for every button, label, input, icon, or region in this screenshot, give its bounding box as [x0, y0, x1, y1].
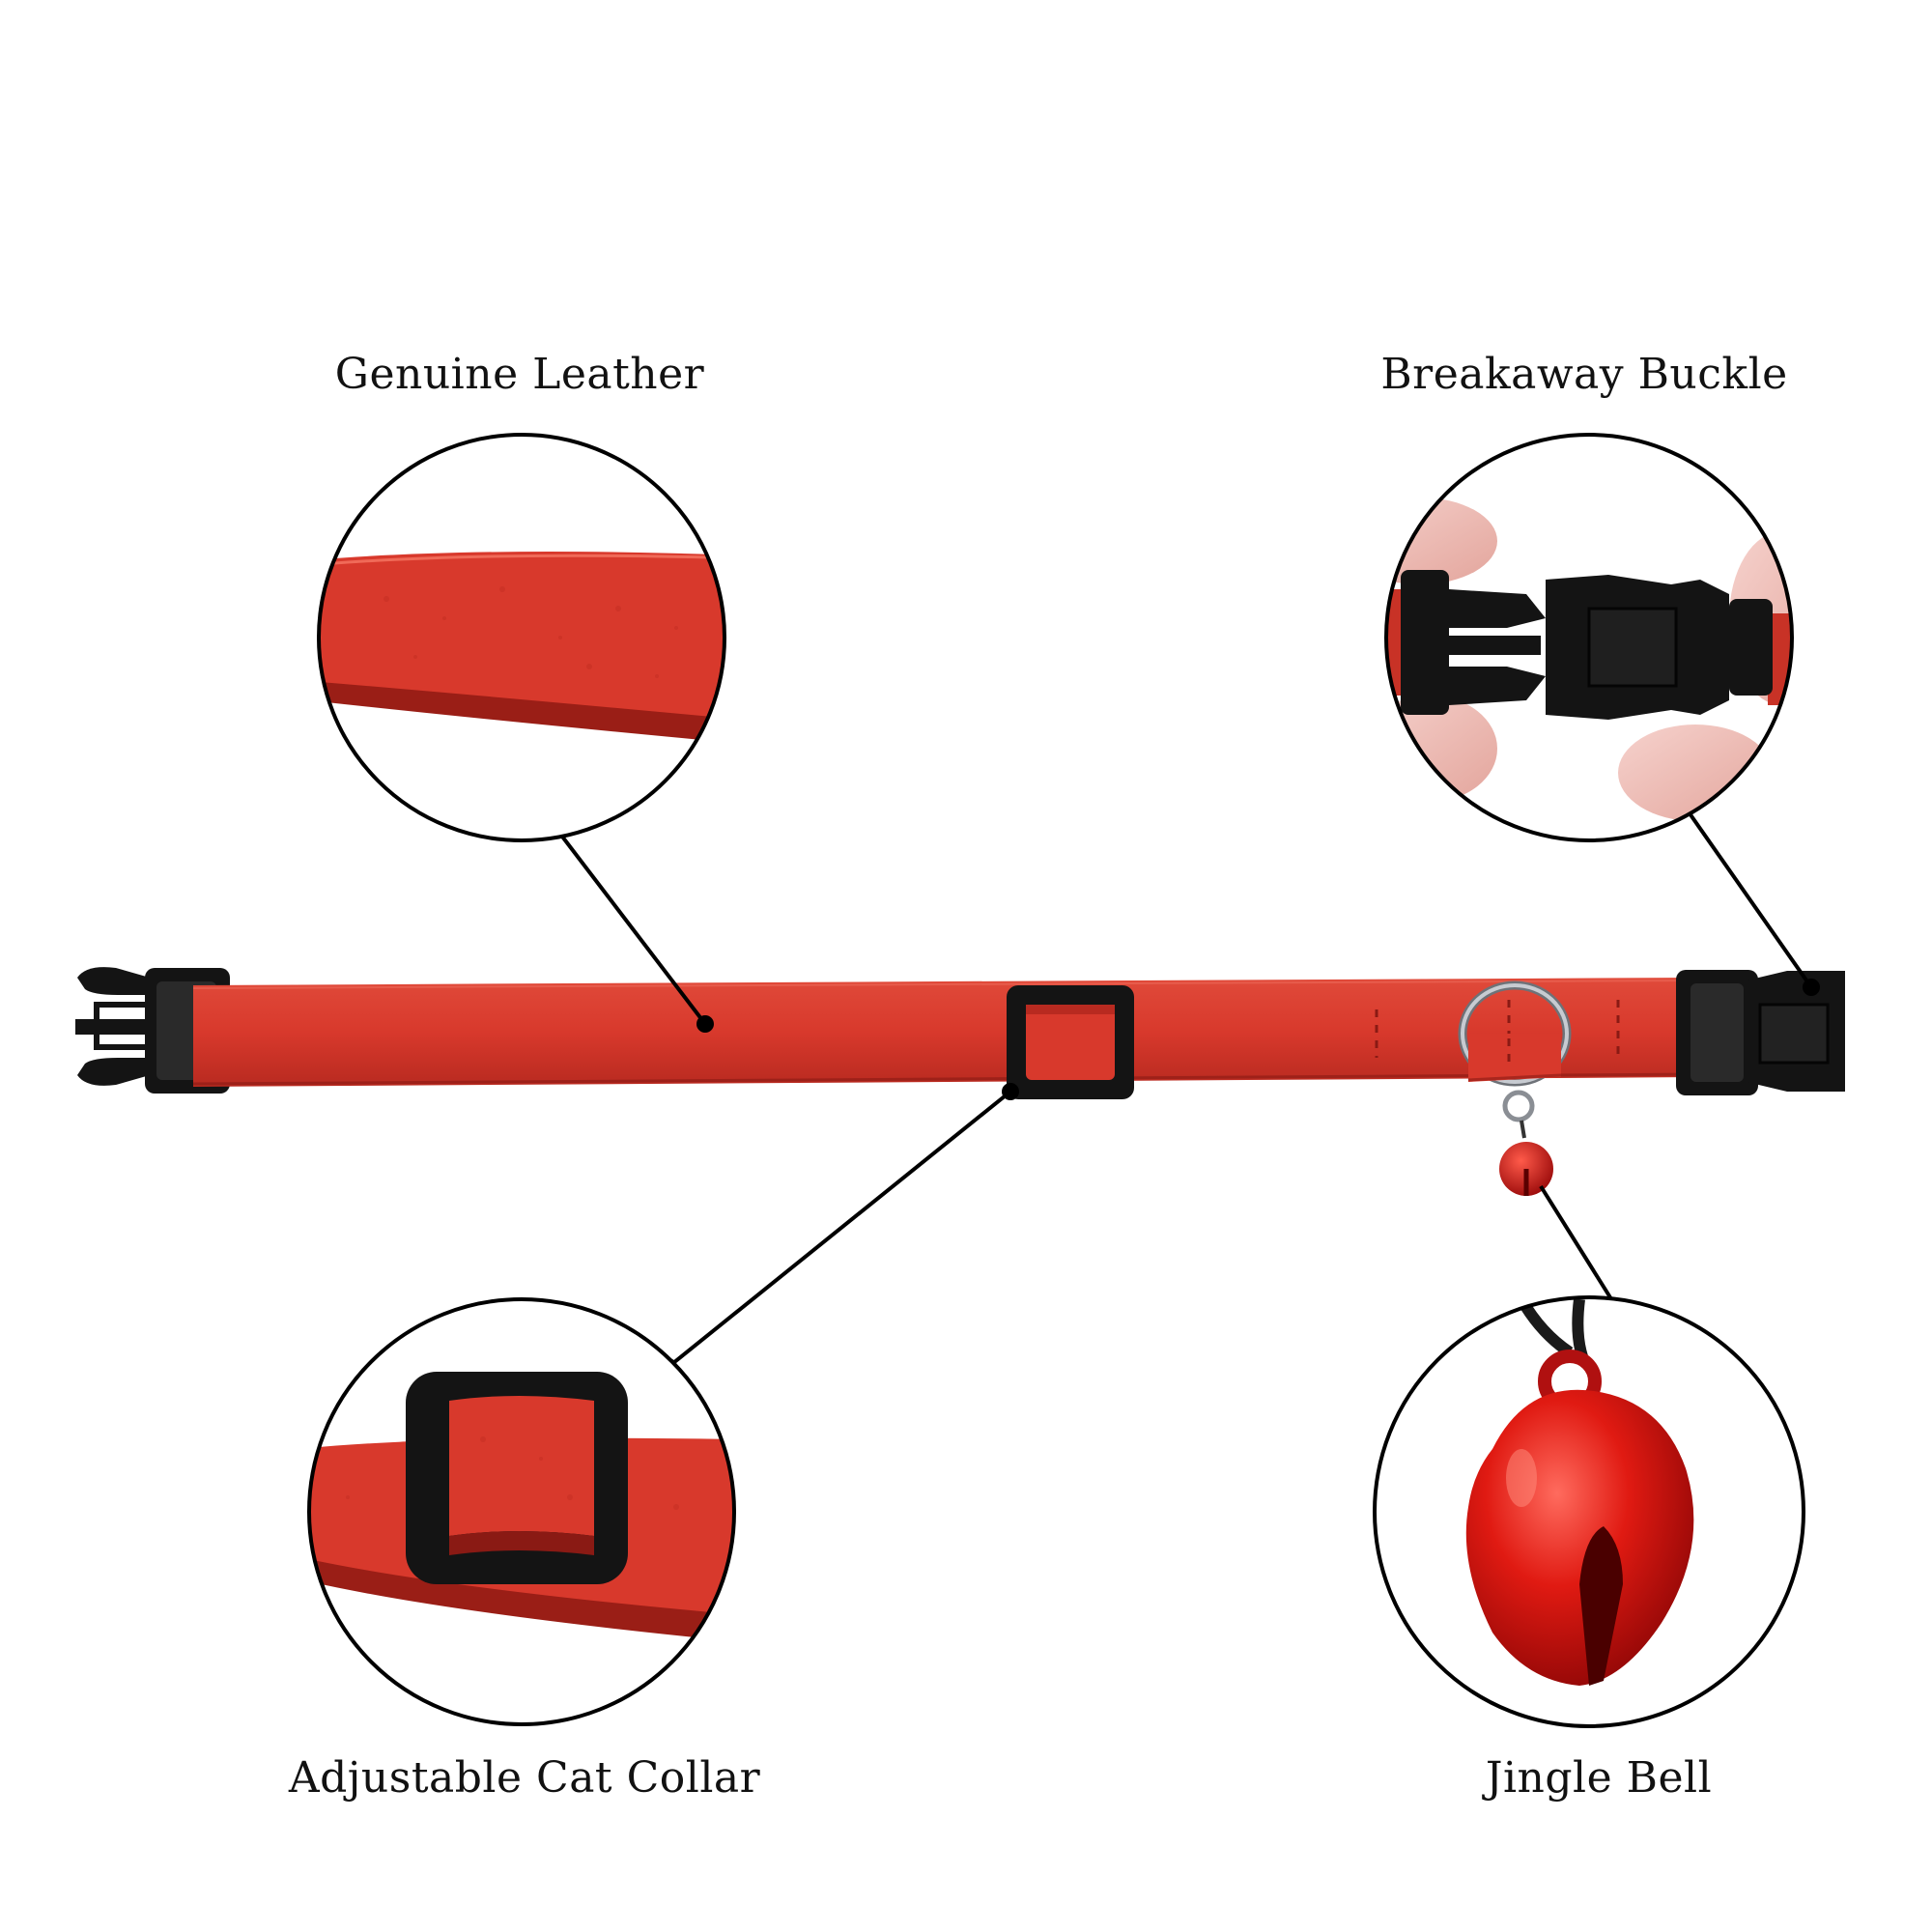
label-genuine-leather: Genuine Leather	[334, 350, 705, 399]
d-ring	[1458, 980, 1572, 1139]
zoom-circle-slider	[307, 1297, 736, 1726]
right-buckle	[1676, 970, 1845, 1095]
label-jingle-bell: Jingle Bell	[1485, 1753, 1713, 1803]
adjuster-slider	[1007, 985, 1134, 1099]
leather-strap	[193, 978, 1700, 1087]
label-breakaway-buckle: Breakaway Buckle	[1380, 350, 1788, 399]
zoom-circle-bell	[1373, 1295, 1805, 1728]
label-adjustable-cat-collar: Adjustable Cat Collar	[288, 1753, 761, 1803]
zoom-circle-buckle	[1384, 433, 1794, 842]
cat-collar	[75, 967, 1845, 1196]
zoom-circle-leather	[317, 433, 726, 842]
small-jingle-bell	[1499, 1142, 1553, 1196]
